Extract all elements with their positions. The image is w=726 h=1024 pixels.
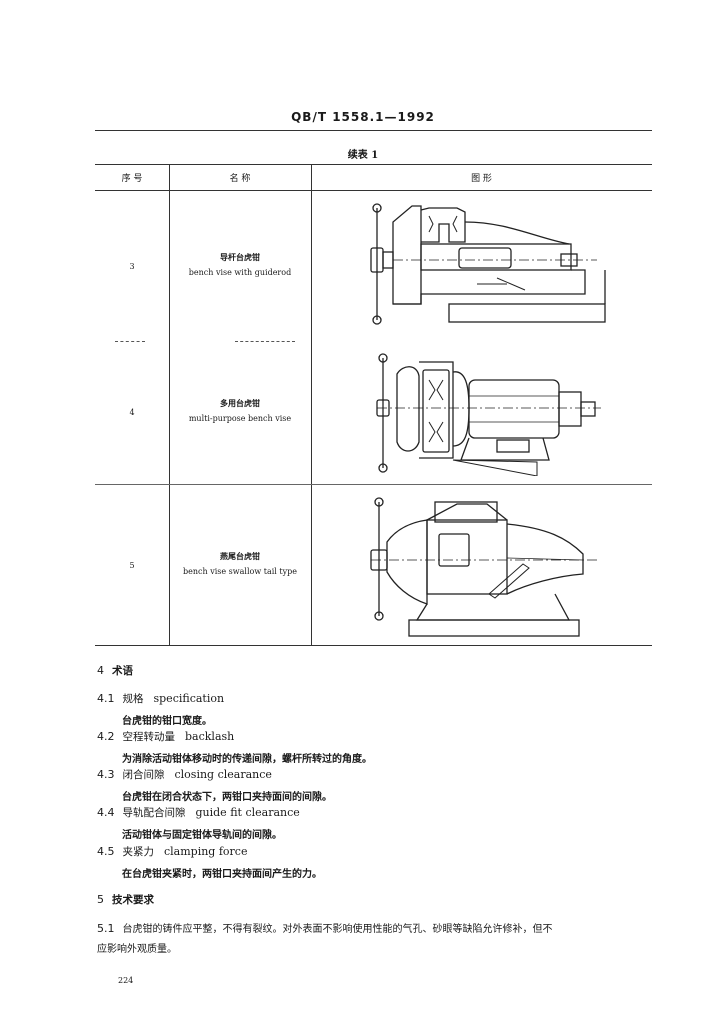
- column-divider-1: [169, 164, 170, 646]
- term-cn: 导轨配合间隙: [122, 807, 186, 819]
- section-number: 5: [97, 893, 104, 906]
- guiderod-vise-drawing: [357, 198, 617, 334]
- row-separator: [95, 484, 652, 485]
- name-cn: 燕尾台虎钳: [220, 551, 260, 561]
- section-4-title: 4 术语: [97, 664, 133, 678]
- section-number: 4: [97, 664, 104, 677]
- standard-code-header: QB/T 1558.1—1992: [291, 110, 435, 124]
- name-en: multi-purpose bench vise: [188, 414, 292, 423]
- term-number: 4.3: [97, 768, 115, 781]
- name-en: bench vise swallow tail type: [183, 567, 297, 576]
- row-separator-dash: [115, 341, 145, 342]
- name-cn: 导杆台虎钳: [220, 252, 260, 262]
- header-rule: [95, 130, 652, 131]
- column-divider-2: [311, 164, 312, 646]
- term-en: specification: [153, 692, 225, 705]
- row-separator-dash: [235, 341, 295, 342]
- term-cn: 规格: [122, 693, 144, 705]
- term-en: backlash: [185, 730, 235, 743]
- term-4-5: 4.5 夹紧力 clamping force: [97, 845, 247, 859]
- requirement-text-line1: 台虎钳的铸件应平整，不得有裂纹。对外表面不影响使用性能的气孔、砂眼等缺陷允许修补…: [122, 924, 553, 935]
- term-cn: 空程转动量: [122, 731, 176, 743]
- name-cn: 多用台虎钳: [220, 398, 260, 408]
- row-number: 5: [129, 561, 135, 570]
- section-title: 技术要求: [112, 894, 154, 906]
- term-number: 4.1: [97, 692, 115, 705]
- section-title: 术语: [112, 665, 133, 677]
- requirement-number: 5.1: [97, 922, 115, 935]
- term-4-4: 4.4 导轨配合间隙 guide fit clearance: [97, 806, 300, 820]
- term-4-1: 4.1 规格 specification: [97, 692, 224, 706]
- requirement-text-line2: 应影响外观质量。: [97, 944, 177, 955]
- row-number: 4: [129, 408, 135, 417]
- term-4-3: 4.3 闭合间隙 closing clearance: [97, 768, 272, 782]
- term-definition: 活动钳体与固定钳体导轨间的间隙。: [122, 830, 282, 841]
- table-top-rule: [95, 164, 652, 165]
- table-header-rule: [95, 190, 652, 191]
- swallow-tail-vise-drawing: [357, 494, 617, 644]
- table-caption: 续表 1: [347, 150, 379, 161]
- term-en: guide fit clearance: [195, 806, 300, 819]
- term-definition: 在台虎钳夹紧时，两钳口夹持面间产生的力。: [122, 869, 322, 880]
- table-bottom-rule: [95, 645, 652, 646]
- name-en: bench vise with guiderod: [188, 268, 292, 277]
- term-cn: 闭合间隙: [122, 769, 165, 781]
- page-number: 224: [118, 976, 134, 985]
- column-header-no: 序 号: [121, 174, 143, 184]
- multi-purpose-vise-drawing: [357, 350, 617, 480]
- term-cn: 夹紧力: [122, 846, 155, 858]
- term-en: clamping force: [164, 845, 248, 858]
- term-number: 4.4: [97, 806, 115, 819]
- term-definition: 台虎钳的钳口宽度。: [122, 716, 212, 727]
- column-header-name: 名 称: [229, 174, 251, 184]
- requirement-5-1: 5.1 台虎钳的铸件应平整，不得有裂纹。对外表面不影响使用性能的气孔、砂眼等缺陷允…: [97, 919, 657, 960]
- row-name: 导杆台虎钳 bench vise with guiderod: [169, 250, 311, 280]
- vise-types-table: 序 号 名 称 图 形 3 导杆台虎钳 bench vise with guid…: [95, 164, 652, 646]
- term-number: 4.5: [97, 845, 115, 858]
- term-4-2: 4.2 空程转动量 backlash: [97, 730, 234, 744]
- term-number: 4.2: [97, 730, 115, 743]
- term-definition: 为消除活动钳体移动时的传递间隙，螺杆所转过的角度。: [122, 754, 372, 765]
- term-en: closing clearance: [174, 768, 272, 781]
- row-name: 多用台虎钳 multi-purpose bench vise: [169, 396, 311, 426]
- column-header-figure: 图 形: [471, 174, 492, 184]
- row-number: 3: [129, 262, 135, 271]
- section-5-title: 5 技术要求: [97, 893, 154, 907]
- term-definition: 台虎钳在闭合状态下，两钳口夹持面间的间隙。: [122, 792, 332, 803]
- row-name: 燕尾台虎钳 bench vise swallow tail type: [169, 549, 311, 579]
